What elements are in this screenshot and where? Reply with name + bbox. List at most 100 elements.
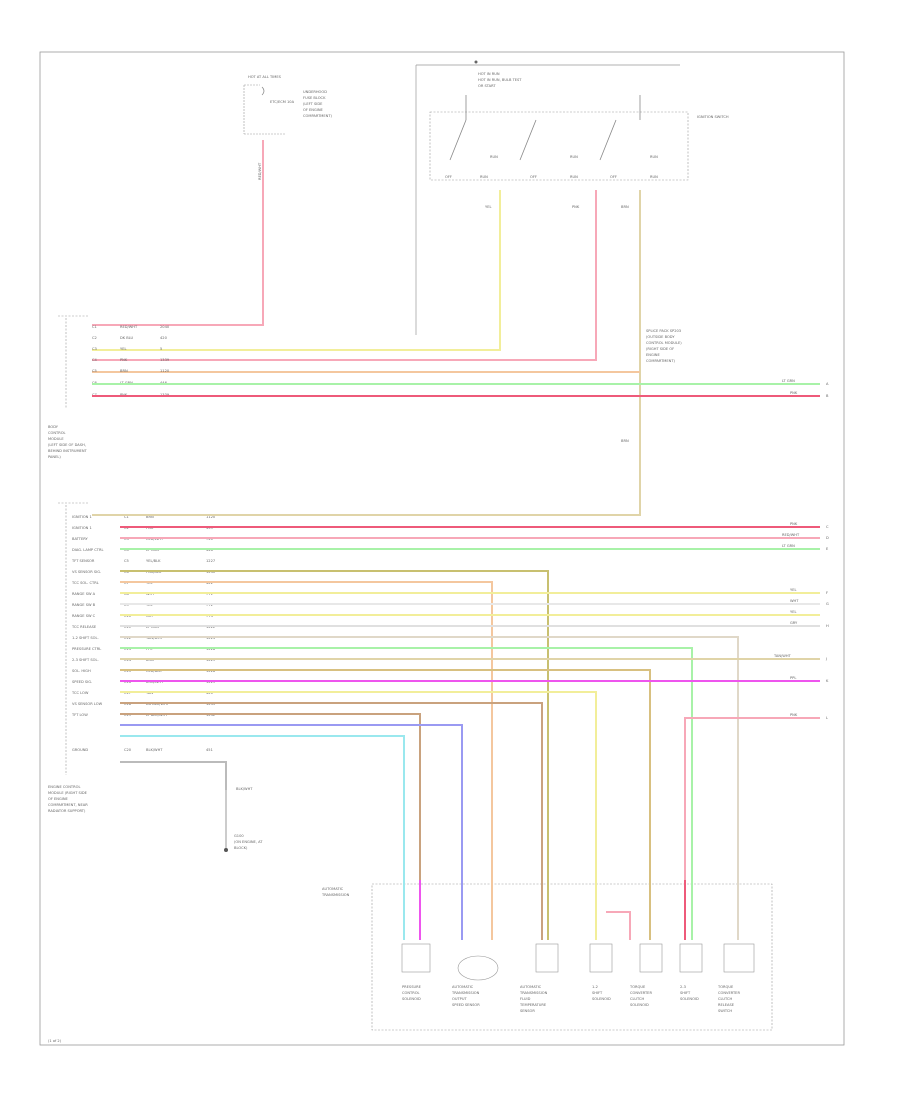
ecm-row-label: VS SENSOR SIG. [72, 570, 101, 574]
svg-text:D: D [826, 536, 829, 540]
ecm-row-label: TCC LOW [71, 691, 89, 695]
ground-connection: BLK/WHT G100 (ON ENGINE, AT BLOCK) [224, 787, 263, 852]
ecm-row-label: PRESSURE CTRL [72, 647, 101, 651]
shift-solenoid-1-2-icon [589, 943, 613, 973]
svg-text:ENGINE: ENGINE [646, 353, 660, 357]
svg-text:2-3: 2-3 [680, 985, 686, 989]
ecm-row-label: VS SENSOR LOW [72, 702, 103, 706]
svg-text:BLK/WHT: BLK/WHT [236, 787, 253, 791]
svg-text:ENGINE CONTROL: ENGINE CONTROL [48, 785, 80, 789]
ecm-row-circuit: 451 [206, 748, 213, 752]
ecm-wires [120, 514, 820, 880]
switch-pos-label: OFF [610, 175, 617, 179]
component-label: TORQUE CONVERTER CLUTCH SOLENOID [629, 985, 652, 1007]
svg-text:SPLICE PACK SP203: SPLICE PACK SP203 [646, 329, 681, 333]
svg-text:L: L [826, 716, 828, 720]
fuse-block-line: (LEFT SIDE [303, 102, 323, 106]
ecm-row-label: 1-2 SHIFT SOL. [72, 636, 99, 640]
ecm-row-label: RANGE SW B [72, 603, 96, 607]
svg-text:K: K [826, 679, 829, 683]
splice-pack-label: SPLICE PACK SP203 (OUTSIDE BODY CONTROL … [621, 329, 682, 443]
ground-icon [224, 848, 228, 852]
svg-text:YEL: YEL [120, 347, 126, 351]
ignition-switch-label: IGNITION SWITCH [697, 115, 729, 119]
ecm-row-label: IGNITION 1 [72, 526, 92, 530]
pressure-control-solenoid-icon [401, 943, 431, 973]
figure-id: (1 of 2) [48, 1039, 62, 1043]
fuse-block-title: HOT AT ALL TIMES [248, 75, 282, 79]
wire-ign-pnk [92, 190, 597, 361]
fuse-block: HOT AT ALL TIMES UNDERHOOD FUSE BLOCK (L… [243, 75, 333, 180]
ignition-wire-label: YEL [485, 205, 491, 209]
svg-text:TRANSMISSION: TRANSMISSION [321, 893, 350, 897]
svg-text:1120: 1120 [160, 369, 170, 373]
diagram-frame [39, 51, 845, 1046]
fuse-wire-label: RED/WHT [258, 162, 262, 180]
svg-text:CONTROL MODULE): CONTROL MODULE) [646, 341, 682, 345]
wire-ign-brn [92, 190, 641, 516]
svg-text:TEMPERATURE: TEMPERATURE [519, 1003, 547, 1007]
svg-text:BRN: BRN [621, 439, 629, 443]
fluid-temperature-sensor-icon [535, 943, 559, 973]
ignition-line: OR START [478, 84, 496, 88]
svg-text:C4: C4 [92, 358, 98, 362]
fuse-block-line: OF ENGINE [303, 108, 324, 112]
ignition-wire-label: BRN [621, 205, 629, 209]
bcm-row: C5 BRN 1120 [92, 369, 170, 373]
svg-text:CONVERTER: CONVERTER [630, 991, 652, 995]
switch-pos-label: RUN [570, 155, 578, 159]
svg-text:SPEED SENSOR: SPEED SENSOR [452, 1003, 480, 1007]
ecm-row-label: SPEED SIG. [72, 680, 92, 684]
automatic-transmission: AUTOMATIC TRANSMISSION PRESSURE [321, 880, 773, 1031]
ecm-row-label: BATTERY [72, 537, 89, 541]
svg-text:SENSOR: SENSOR [520, 1009, 535, 1013]
svg-text:SOLENOID: SOLENOID [402, 997, 421, 1001]
svg-text:BODY: BODY [48, 425, 59, 429]
svg-text:RED/WHT: RED/WHT [782, 533, 800, 537]
svg-text:RADIATOR SUPPORT): RADIATOR SUPPORT) [48, 809, 86, 813]
switch-pos-label: OFF [445, 175, 452, 179]
wire-ign-yel [92, 190, 501, 351]
svg-text:SOLENOID: SOLENOID [592, 997, 611, 1001]
svg-text:TORQUE: TORQUE [629, 985, 646, 989]
svg-text:420: 420 [160, 336, 168, 340]
svg-text:E: E [826, 547, 829, 551]
svg-text:COMPARTMENT): COMPARTMENT) [646, 359, 676, 363]
svg-text:BLOCK): BLOCK) [234, 846, 248, 850]
svg-text:TRANSMISSION: TRANSMISSION [451, 991, 480, 995]
svg-text:AUTOMATIC: AUTOMATIC [322, 887, 344, 891]
svg-text:B: B [826, 394, 829, 398]
svg-text:LT GRN: LT GRN [782, 544, 795, 548]
fuse-block-line: FUSE BLOCK [303, 96, 326, 100]
svg-text:PPL: PPL [790, 676, 796, 680]
svg-text:DK BLU: DK BLU [120, 336, 134, 340]
svg-text:YEL: YEL [790, 588, 796, 592]
svg-text:AUTOMATIC: AUTOMATIC [520, 985, 542, 989]
switch-pos-label: RUN [490, 155, 498, 159]
svg-text:SHIFT: SHIFT [592, 991, 603, 995]
ecm-row-label: SOL. HIGH [72, 669, 91, 673]
svg-text:OUTPUT: OUTPUT [452, 997, 467, 1001]
ecm-row-pin: C1 [124, 515, 129, 519]
svg-text:C2: C2 [92, 336, 97, 340]
svg-text:RELEASE: RELEASE [718, 1003, 735, 1007]
svg-text:SWITCH: SWITCH [718, 1009, 732, 1013]
ignition-line: HOT IN RUN, BULB TEST [478, 78, 522, 82]
bcm-row: C2 DK BLU 420 [92, 336, 168, 340]
ecm-row-pin: C20 [124, 748, 132, 752]
bcm-row: C1 RED/WHT 2040 [92, 325, 170, 329]
svg-text:TORQUE: TORQUE [717, 985, 734, 989]
svg-text:PRESSURE: PRESSURE [402, 985, 422, 989]
svg-text:COMPARTMENT, NEAR: COMPARTMENT, NEAR [48, 803, 88, 807]
svg-text:BRN: BRN [120, 369, 128, 373]
switch-pos-label: RUN [650, 175, 658, 179]
svg-text:PNK: PNK [790, 522, 798, 526]
svg-text:PNK: PNK [790, 713, 798, 717]
svg-text:PNK: PNK [790, 391, 798, 395]
svg-text:PNK: PNK [120, 358, 128, 362]
svg-text:(LEFT SIDE OF DASH,: (LEFT SIDE OF DASH, [48, 443, 86, 447]
svg-text:F: F [826, 591, 828, 595]
